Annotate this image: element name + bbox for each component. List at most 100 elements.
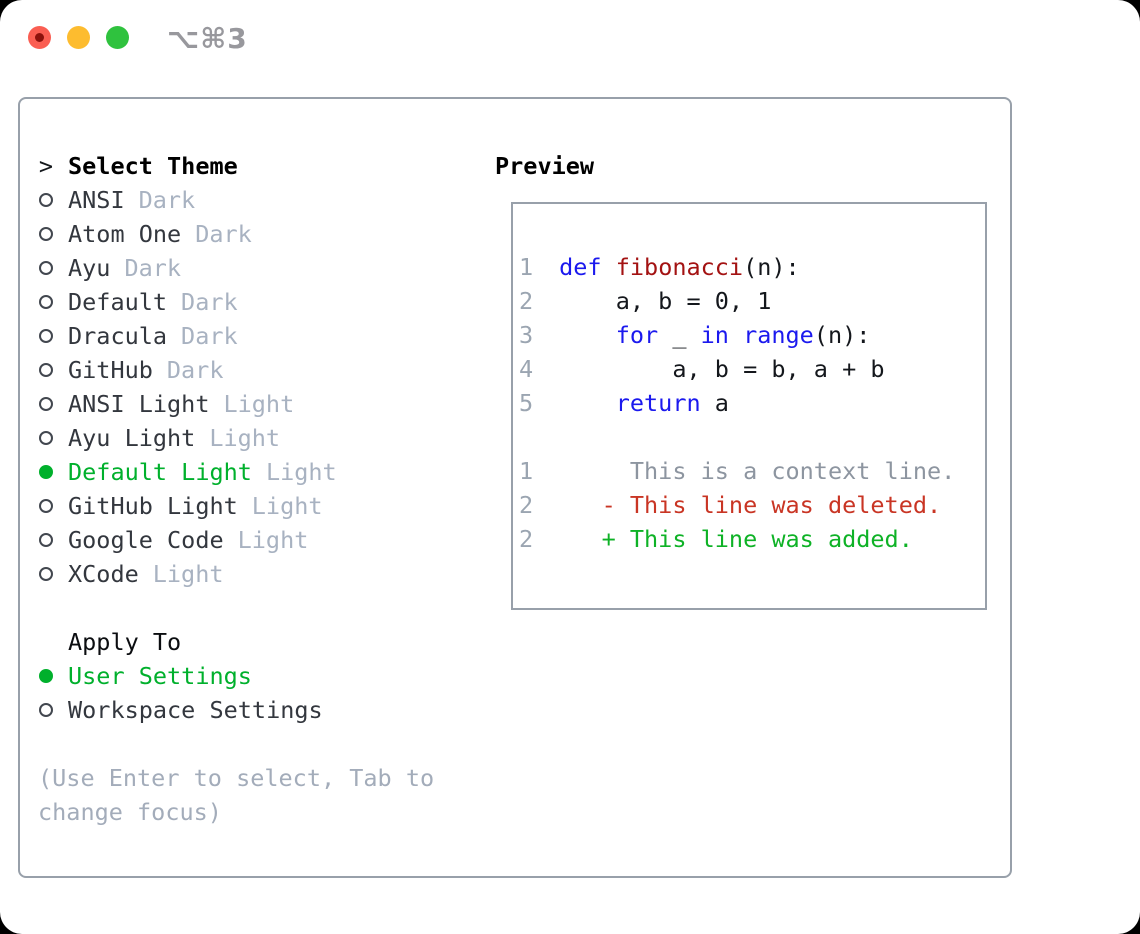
radio-selected-icon <box>39 669 53 683</box>
code-token <box>602 253 616 281</box>
code-token: (n): <box>813 321 871 349</box>
radio-unselected-icon <box>39 261 53 275</box>
diff-context-line: 1 This is a context line. <box>519 454 977 488</box>
theme-option-ansi-light[interactable]: ANSI Light Light <box>38 387 456 421</box>
code-line: 1 def fibonacci(n): <box>519 250 977 284</box>
radio-selected-icon <box>39 465 53 479</box>
select-theme-heading-row: > Select Theme <box>38 149 456 183</box>
apply-to-label: User Settings <box>68 662 252 690</box>
theme-name: GitHub Light <box>68 492 238 520</box>
diff-added-line: 2 + This line was added. <box>519 522 977 556</box>
theme-selector-panel: > Select Theme ANSI Dark Atom One Dark A… <box>18 97 1012 878</box>
theme-option-ansi-dark[interactable]: ANSI Dark <box>38 183 456 217</box>
line-number: 2 <box>519 287 534 315</box>
radio-unselected-icon <box>39 193 53 207</box>
code-token: for <box>615 321 659 349</box>
code-token: def <box>559 253 602 281</box>
line-number: 4 <box>519 355 534 383</box>
line-number: 2 <box>519 525 534 553</box>
code-token: a, b = b, a + b <box>559 355 885 383</box>
theme-tag: Dark <box>181 322 238 350</box>
spacer <box>38 591 456 625</box>
keyboard-hint: (Use Enter to select, Tab to change focu… <box>38 764 435 826</box>
code-token: in <box>700 321 729 349</box>
theme-option-github-light[interactable]: GitHub Light Light <box>38 489 456 523</box>
code-token <box>729 321 743 349</box>
theme-option-github-dark[interactable]: GitHub Dark <box>38 353 456 387</box>
theme-tag: Light <box>251 492 323 520</box>
theme-name: Default Light <box>68 458 252 486</box>
code-token <box>559 389 616 417</box>
spacer <box>38 727 456 761</box>
titlebar: ⌥⌘3 <box>0 0 1140 75</box>
code-line: 2 a, b = 0, 1 <box>519 284 977 318</box>
theme-name: Ayu Light <box>68 424 196 452</box>
radio-unselected-icon <box>39 703 53 717</box>
theme-name: Dracula <box>68 322 168 350</box>
theme-option-google-code-light[interactable]: Google Code Light <box>38 523 456 557</box>
apply-to-heading-row: Apply To <box>38 625 456 659</box>
line-number: 3 <box>519 321 534 349</box>
theme-tag: Dark <box>124 254 182 282</box>
radio-unselected-icon <box>39 227 53 241</box>
preview-title: Preview <box>495 152 595 180</box>
code-line: 3 for _ in range(n): <box>519 318 977 352</box>
theme-tag: Dark <box>195 220 252 248</box>
code-token: return <box>615 389 701 417</box>
radio-unselected-icon <box>39 533 53 547</box>
theme-option-ayu-light[interactable]: Ayu Light Light <box>38 421 456 455</box>
close-button[interactable] <box>28 26 51 49</box>
theme-tag: Light <box>152 560 224 588</box>
theme-name: ANSI <box>68 186 125 214</box>
line-number: 1 <box>519 457 534 485</box>
select-theme-heading: Select Theme <box>68 152 238 180</box>
diff-deleted-text: - This line was deleted. <box>559 491 942 519</box>
radio-unselected-icon <box>39 295 53 309</box>
radio-unselected-icon <box>39 329 53 343</box>
theme-option-default-dark[interactable]: Default Dark <box>38 285 456 319</box>
theme-name: Ayu <box>68 254 111 282</box>
theme-name: Google Code <box>68 526 224 554</box>
line-number: 5 <box>519 389 534 417</box>
code-token: (n): <box>743 253 800 281</box>
theme-name: Atom One <box>68 220 182 248</box>
code-token: fibonacci <box>615 253 744 281</box>
theme-tag: Dark <box>138 186 196 214</box>
radio-unselected-icon <box>39 431 53 445</box>
theme-name: Default <box>68 288 168 316</box>
apply-to-label: Workspace Settings <box>68 696 323 724</box>
theme-name: XCode <box>68 560 139 588</box>
theme-name: ANSI Light <box>68 390 210 418</box>
line-number: 2 <box>519 491 534 519</box>
apply-to-heading: Apply To <box>68 628 182 656</box>
theme-option-atom-one-dark[interactable]: Atom One Dark <box>38 217 456 251</box>
line-number: 1 <box>519 253 534 281</box>
diff-added-text: + This line was added. <box>559 525 913 553</box>
apply-to-option-user-settings[interactable]: User Settings <box>38 659 456 693</box>
code-token <box>559 321 616 349</box>
theme-tag: Light <box>209 424 281 452</box>
blank-line <box>519 420 977 454</box>
prompt-marker: > <box>38 152 54 180</box>
radio-unselected-icon <box>39 567 53 581</box>
diff-context-text: This is a context line. <box>559 457 956 485</box>
code-token: _ <box>658 321 701 349</box>
code-token: range <box>743 321 814 349</box>
radio-unselected-icon <box>39 397 53 411</box>
code-line: 4 a, b = b, a + b <box>519 352 977 386</box>
minimize-button[interactable] <box>67 26 90 49</box>
theme-option-default-light[interactable]: Default Light Light <box>38 455 456 489</box>
theme-tag: Dark <box>166 356 224 384</box>
theme-name: GitHub <box>68 356 153 384</box>
code-token: a, b = 0, 1 <box>559 287 772 315</box>
zoom-button[interactable] <box>106 26 129 49</box>
theme-option-ayu-dark[interactable]: Ayu Dark <box>38 251 456 285</box>
theme-tag: Light <box>237 526 309 554</box>
theme-option-xcode-light[interactable]: XCode Light <box>38 557 456 591</box>
theme-menu: > Select Theme ANSI Dark Atom One Dark A… <box>38 149 456 829</box>
code-line: 5 return a <box>519 386 977 420</box>
theme-option-dracula-dark[interactable]: Dracula Dark <box>38 319 456 353</box>
apply-to-option-workspace-settings[interactable]: Workspace Settings <box>38 693 456 727</box>
